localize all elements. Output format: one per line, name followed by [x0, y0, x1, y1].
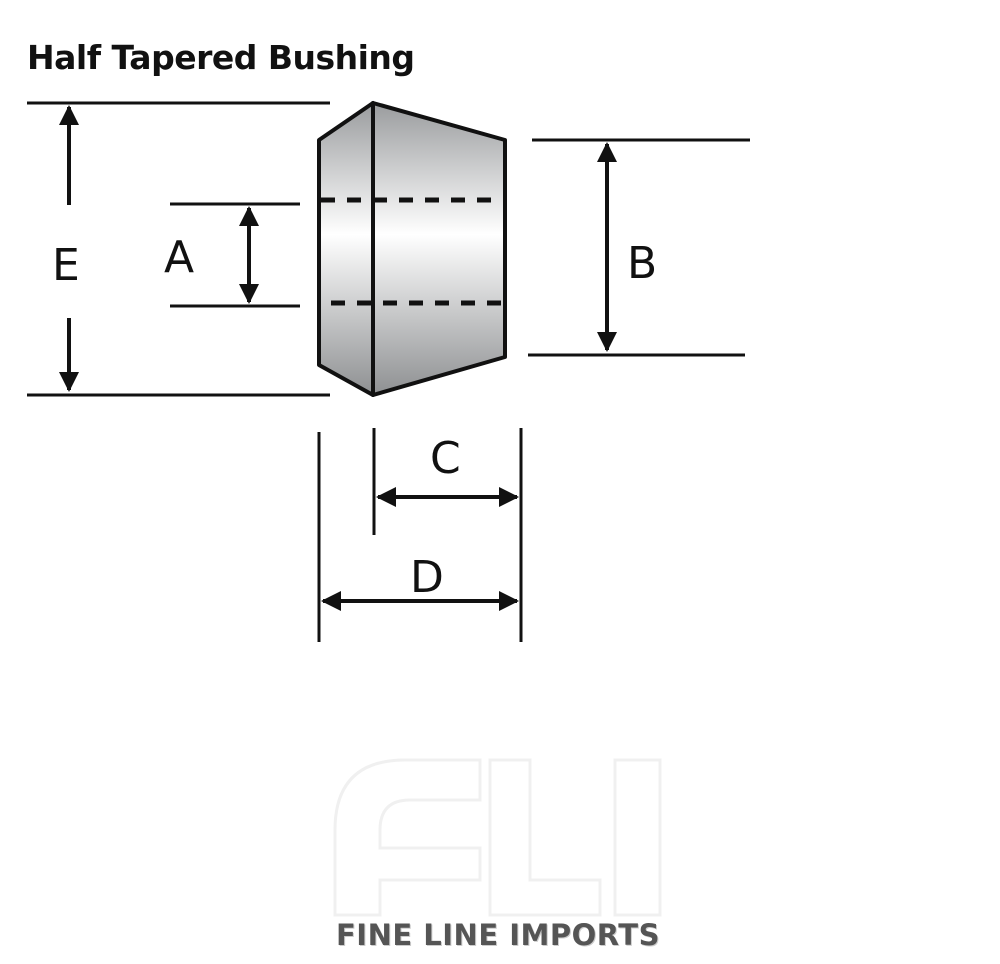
bushing-taper-face — [317, 101, 375, 397]
dimension-label-c: C — [430, 433, 461, 484]
bushing-body-face — [371, 101, 507, 397]
bushing-shape — [317, 101, 507, 397]
diagram-title: Half Tapered Bushing — [27, 38, 415, 77]
logo-monogram-watermark — [333, 758, 662, 917]
extension-lines — [27, 101, 750, 642]
dimension-label-b: B — [627, 238, 657, 289]
bore-hidden-lines — [321, 197, 502, 306]
dimension-label-a: A — [164, 232, 194, 283]
dimension-label-e: E — [52, 240, 80, 291]
brand-logo-text: FINE LINE IMPORTS — [336, 918, 660, 952]
dimension-label-d: D — [410, 552, 444, 603]
